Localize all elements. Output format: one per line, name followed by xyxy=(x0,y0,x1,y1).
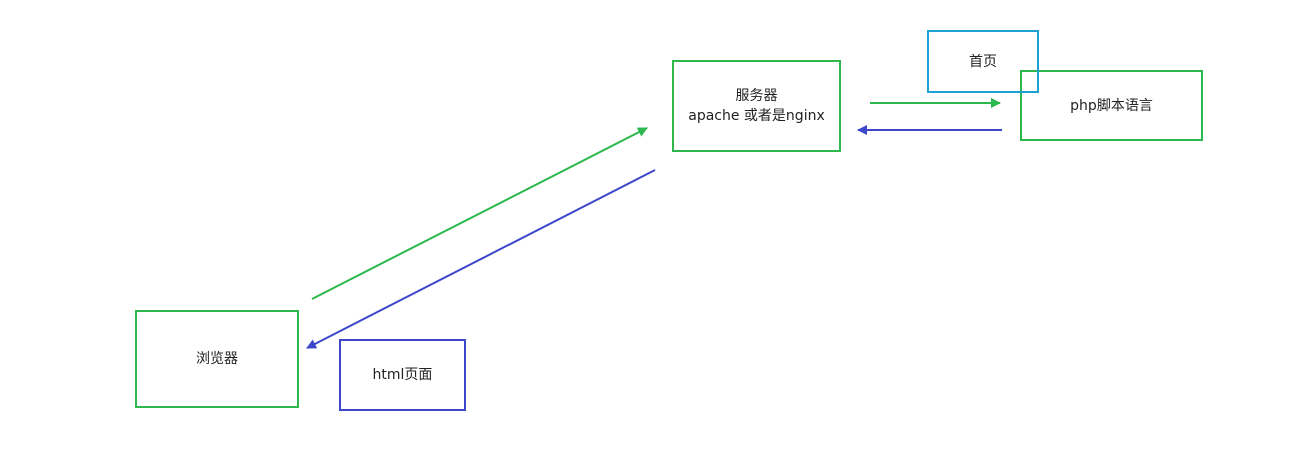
php-label: php脚本语言 xyxy=(1070,97,1153,114)
server-title: 服务器 xyxy=(735,88,778,104)
html-page-label: html页面 xyxy=(372,367,433,383)
home-node: 首页 xyxy=(927,30,1039,93)
arrow-server-to-browser xyxy=(306,169,656,349)
server-node: 服务器 apache 或者是nginx xyxy=(672,60,841,152)
browser-node: 浏览器 xyxy=(135,310,299,408)
browser-label: 浏览器 xyxy=(196,351,238,367)
server-subtitle: apache 或者是nginx xyxy=(688,108,825,124)
php-node: php脚本语言 xyxy=(1020,70,1203,141)
html-page-node: html页面 xyxy=(339,339,466,411)
home-label: 首页 xyxy=(969,53,997,70)
arrow-browser-to-server xyxy=(311,127,648,300)
